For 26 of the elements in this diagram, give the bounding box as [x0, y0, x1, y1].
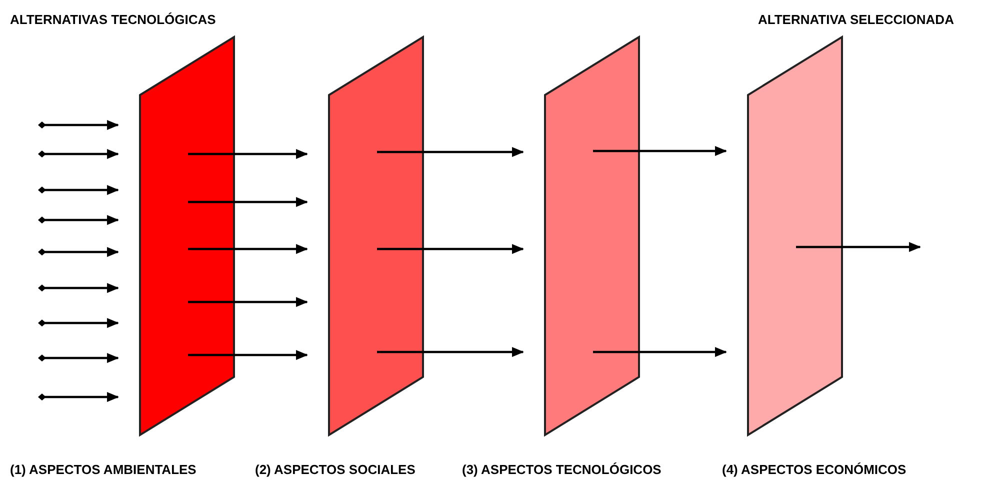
arrow: [188, 350, 308, 360]
arrow: [796, 242, 921, 252]
arrow: [38, 353, 119, 363]
panel-caption: (2) ASPECTOS SOCIALES: [255, 462, 416, 477]
arrow: [38, 247, 119, 257]
panel-caption: (3) ASPECTOS TECNOLÓGICOS: [462, 462, 662, 477]
arrow: [38, 215, 119, 225]
arrow: [593, 347, 727, 357]
panel-caption: (1) ASPECTOS AMBIENTALES: [10, 462, 196, 477]
arrow: [377, 347, 524, 357]
arrow: [38, 185, 119, 195]
arrow: [377, 147, 524, 157]
panel-caption: (4) ASPECTOS ECONÓMICOS: [722, 462, 906, 477]
arrow: [377, 244, 524, 254]
arrow: [188, 297, 308, 307]
arrow: [38, 283, 119, 293]
heading-label: ALTERNATIVAS TECNOLÓGICAS: [10, 12, 216, 27]
arrow: [38, 392, 119, 402]
arrow: [593, 146, 727, 156]
arrow: [38, 318, 119, 328]
arrow: [188, 244, 308, 254]
arrow: [38, 149, 119, 159]
arrow: [38, 120, 119, 130]
heading-label: ALTERNATIVA SELECCIONADA: [758, 12, 954, 27]
arrow: [188, 149, 308, 159]
arrow: [188, 197, 308, 207]
